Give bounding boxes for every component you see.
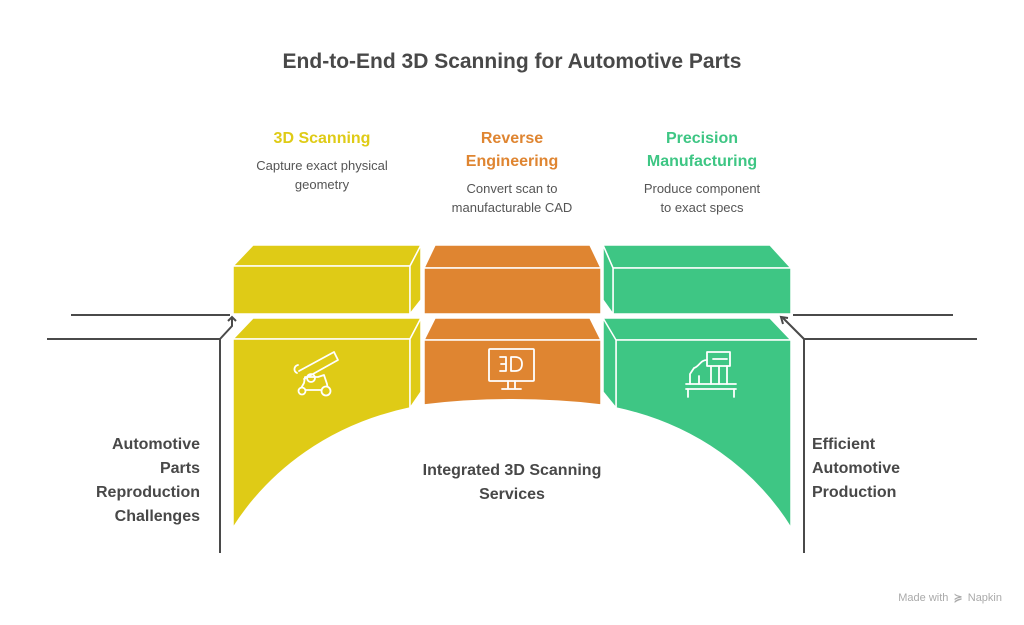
stage-header-precision-manufacturing: Precision Manufacturing Produce componen… xyxy=(606,127,798,217)
block-top-face xyxy=(602,244,792,269)
block-precision-manufacturing-top xyxy=(602,244,792,315)
stage-title: 3D Scanning xyxy=(273,130,371,147)
block-top-face xyxy=(423,244,602,269)
block-top-face xyxy=(232,317,422,340)
right-arrow-line xyxy=(782,317,805,340)
left-label-challenges: Automotive Parts Reproduction Challenges xyxy=(96,436,200,525)
block-side-face xyxy=(409,317,422,409)
cannon-vehicle-scanner-icon xyxy=(293,351,339,397)
stage-description: Capture exact physical geometry xyxy=(256,158,388,192)
arch-front-face xyxy=(423,339,602,406)
block-top-face xyxy=(232,244,422,267)
left-arrow-head xyxy=(227,315,237,322)
block-precision-manufacturing-lower xyxy=(602,317,792,529)
made-with-napkin-footer[interactable]: Made with ≽ Napkin xyxy=(898,592,1002,604)
arch-front-face xyxy=(232,338,411,529)
napkin-logo-icon: ≽ xyxy=(953,592,963,604)
stage-description: Convert scan to manufacturable CAD xyxy=(451,181,573,215)
block-front-face xyxy=(612,267,792,315)
block-front-face xyxy=(232,265,411,315)
center-label-integrated-services: Integrated 3D Scanning Services xyxy=(422,462,602,503)
stage-header-3d-scanning: 3D Scanning Capture exact physical geome… xyxy=(226,127,418,194)
block-front-face xyxy=(423,267,602,315)
stage-title: Precision Manufacturing xyxy=(646,130,758,170)
right-label-outcome: Efficient Automotive Production xyxy=(812,436,900,501)
diagram-title: End-to-End 3D Scanning for Automotive Pa… xyxy=(282,50,742,73)
right-arrow-head xyxy=(779,315,789,325)
arch-front-face xyxy=(615,339,792,529)
stage-title: Reverse Engineering xyxy=(465,130,559,170)
block-3d-scanning-lower xyxy=(232,317,422,529)
block-side-face xyxy=(602,317,617,409)
3d-monitor-icon xyxy=(488,348,535,390)
block-reverse-engineering-top xyxy=(423,244,602,315)
block-side-face xyxy=(602,244,614,315)
left-arrow-line xyxy=(219,318,233,340)
right-connector-lines xyxy=(779,314,977,553)
stage-description: Produce component to exact specs xyxy=(643,181,761,215)
left-connector-lines xyxy=(47,314,237,553)
block-reverse-engineering-lower xyxy=(423,317,602,406)
block-top-face xyxy=(423,317,602,341)
block-top-face xyxy=(602,317,792,341)
factory-machine-icon xyxy=(685,351,737,398)
stage-header-reverse-engineering: Reverse Engineering Convert scan to manu… xyxy=(416,127,608,217)
block-3d-scanning-top xyxy=(232,244,422,315)
block-side-face xyxy=(409,244,422,315)
